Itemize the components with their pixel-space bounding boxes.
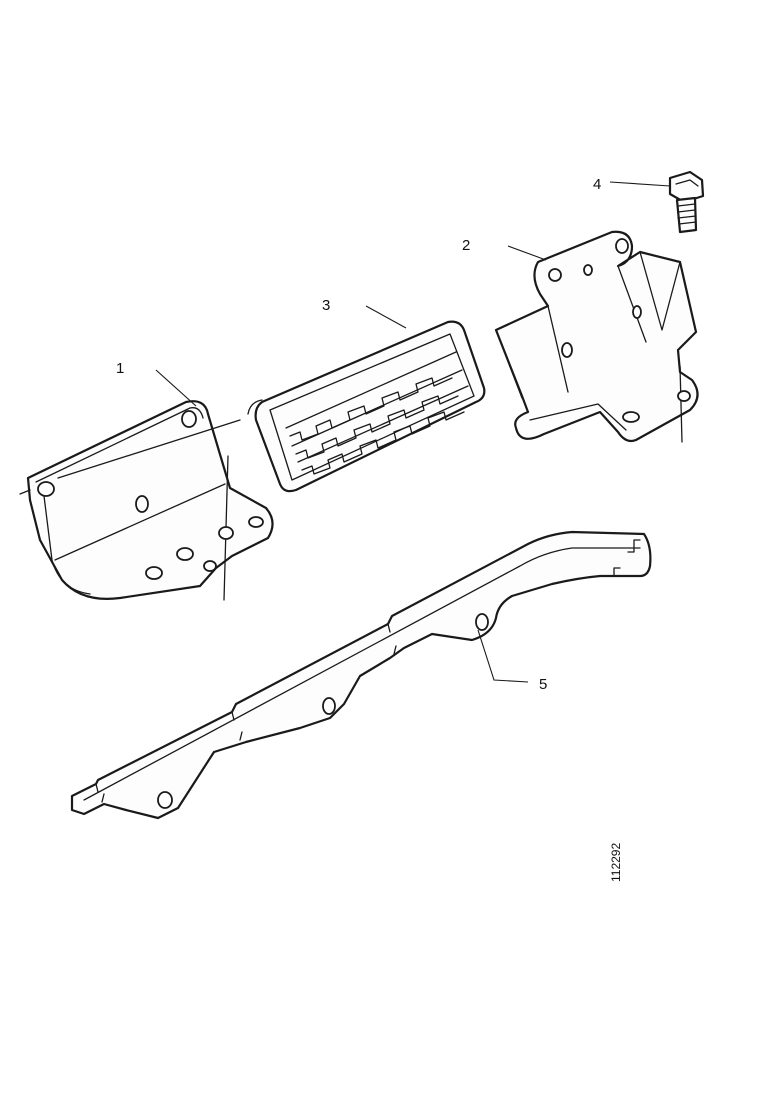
part-2-bent-bracket: [494, 230, 699, 443]
callout-5: 5: [539, 676, 547, 693]
callout-2: 2: [462, 237, 470, 254]
part-4-bolt: [668, 170, 705, 234]
leader-line-2: [507, 245, 547, 261]
callout-1: 1: [116, 360, 124, 377]
leader-line-3: [365, 305, 407, 329]
leader-line-5: [477, 629, 529, 683]
leader-line-1: [155, 369, 197, 407]
leader-line-4: [609, 181, 671, 187]
part-5-support-rail: [70, 530, 652, 820]
drawing-reference-number: 112292: [609, 843, 623, 882]
callout-4: 4: [593, 176, 601, 193]
callout-3: 3: [322, 297, 330, 314]
part-3-fuse-box: [247, 320, 486, 493]
part-1-mounting-plate: [19, 400, 274, 601]
